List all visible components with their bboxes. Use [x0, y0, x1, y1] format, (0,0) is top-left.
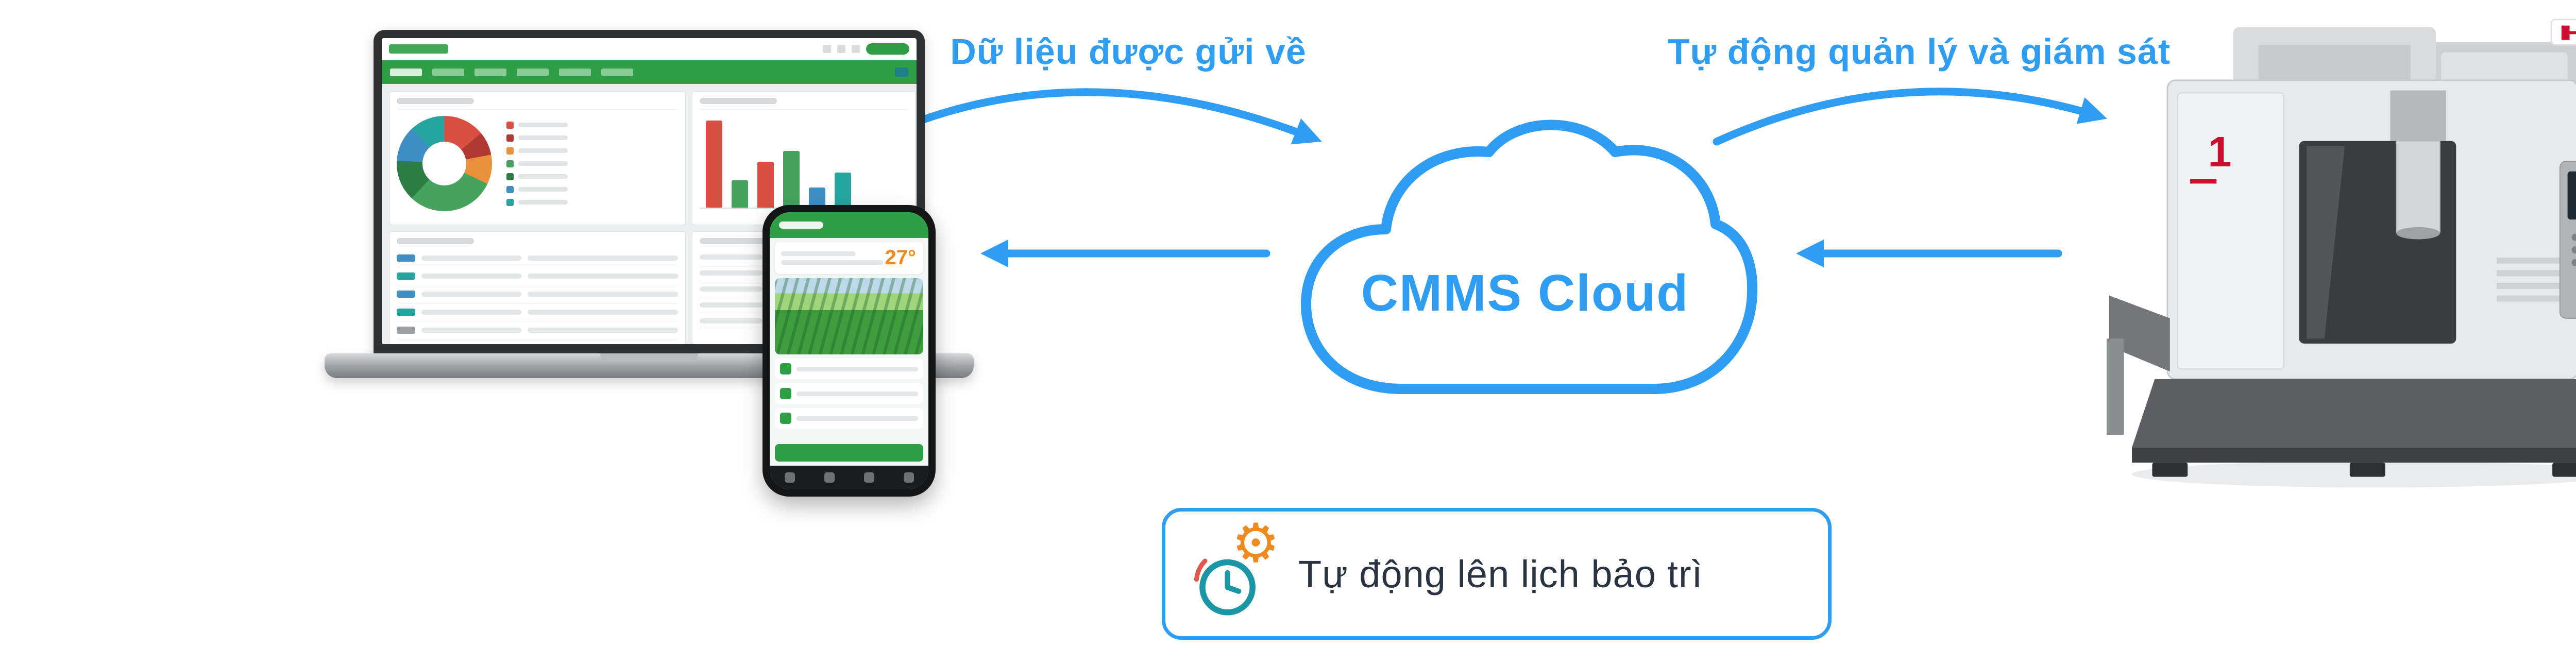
toolbar-icon [852, 45, 860, 53]
app-logo [389, 44, 448, 54]
status-chip [397, 254, 415, 262]
cnc-machine-graphic: 1 [2106, 19, 2576, 488]
list-item [775, 408, 923, 429]
list-item-icon [780, 363, 791, 374]
arrow-cloud-to-machine [1713, 88, 2108, 146]
clock-icon [1194, 558, 1256, 616]
toolbar-icon [837, 45, 845, 53]
gear-icon: ⚙ [1231, 514, 1280, 573]
nav-icon [824, 472, 835, 483]
phone-list [770, 354, 928, 444]
toolbar-icon [823, 45, 831, 53]
dashboard-status-table [389, 231, 686, 344]
phone-app-header [770, 212, 928, 238]
phone-app-logo [779, 222, 823, 229]
phone-field-photo [775, 278, 923, 354]
dashboard-navbar [382, 60, 917, 84]
nav-item [474, 68, 506, 76]
status-chip [397, 326, 415, 334]
cnc-machine: 1 [2102, 14, 2576, 496]
list-item-icon [780, 413, 791, 424]
list-item [775, 359, 923, 379]
schedule-label: Tự động lên lịch bảo trì [1298, 552, 1703, 595]
schedule-box: ⚙ Tự động lên lịch bảo trì [1162, 508, 1832, 640]
phone-summary-card: 27° [775, 242, 923, 274]
dashboard-pie-card [389, 91, 686, 225]
phone-screen: 27° [770, 212, 928, 489]
arrow-laptop-to-cloud [915, 88, 1322, 145]
status-chip [397, 308, 415, 316]
dashboard-bar-card [691, 91, 916, 225]
user-badge [866, 43, 909, 55]
phone-banner [775, 444, 923, 462]
nav-item [601, 68, 633, 76]
clock-gear-icon: ⚙ [1193, 517, 1280, 618]
nav-icon [903, 472, 914, 483]
label-data-sent: Dữ liệu được gửi về [950, 31, 1307, 72]
dashboard-pie-chart [397, 116, 492, 211]
phone-bottom-nav [770, 466, 928, 489]
nav-icon [784, 472, 795, 483]
cmms-cloud [1283, 103, 1767, 438]
phone-temperature: 27° [885, 246, 917, 269]
pie-legend [506, 121, 568, 206]
status-chip [397, 290, 415, 298]
vent-grille [2496, 257, 2563, 302]
nav-item [432, 68, 464, 76]
label-auto-manage: Tự động quản lý và giám sát [1667, 31, 2171, 72]
nav-item [559, 68, 591, 76]
machine-model-number: 1 [2208, 128, 2232, 176]
cloud-shape [1301, 120, 1758, 394]
list-item-icon [780, 388, 791, 399]
nav-icon [863, 472, 874, 483]
status-chip [397, 272, 415, 280]
dashboard-topbar [382, 38, 917, 60]
nav-badge [895, 67, 908, 77]
phone-device: 27° [762, 205, 936, 497]
nav-item [517, 68, 549, 76]
cloud-label: CMMS Cloud [1361, 264, 1689, 322]
haas-logo-icon [2550, 19, 2576, 46]
control-pendant [2559, 161, 2576, 319]
nav-item [390, 68, 422, 76]
dashboard-bar-chart [699, 116, 908, 209]
list-item [775, 383, 923, 404]
